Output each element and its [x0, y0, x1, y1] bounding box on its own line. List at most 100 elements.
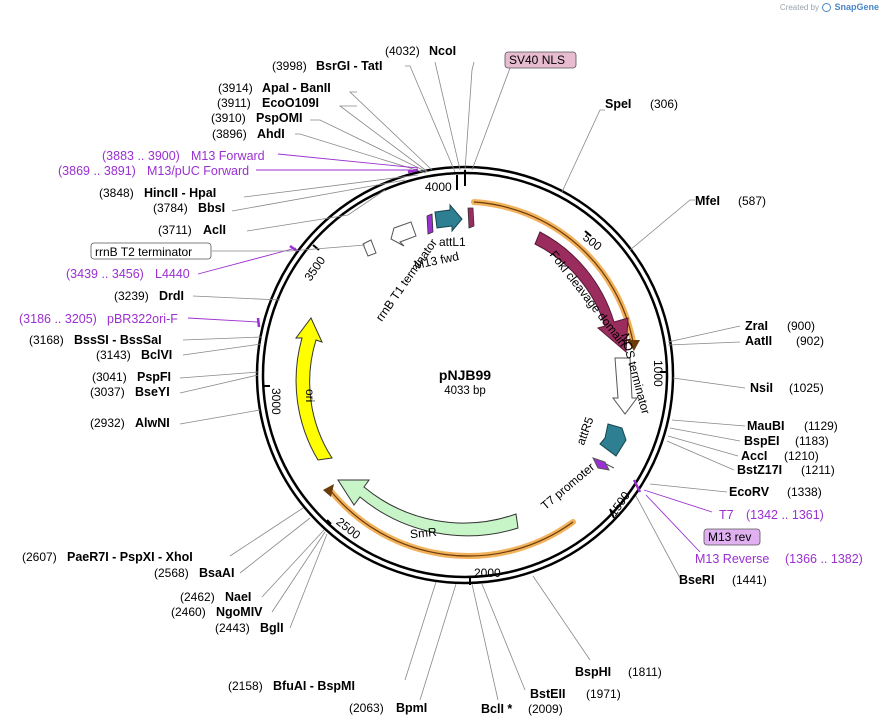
site-name-hincii: HincII - HpaI: [144, 186, 216, 200]
primer-name-pbr322ori: pBR322ori-F: [107, 312, 178, 326]
tick-marks: [263, 170, 666, 585]
right-primers: T7 (1342 .. 1361) M13 rev M13 Reverse (1…: [695, 508, 863, 566]
rrnb-t2-leader: [212, 244, 366, 252]
primer-name-t7: T7: [719, 508, 734, 522]
site-name-pspomi: PspOMI: [256, 111, 303, 125]
site-pos-ncoi: (4032): [385, 44, 420, 58]
site-name-bgli: BglI: [260, 621, 284, 635]
left-primers: (3883 .. 3900) M13 Forward (3869 .. 3891…: [19, 149, 265, 326]
primer-name-m13-forward: M13 Forward: [191, 149, 265, 163]
right-sites: SpeI (306) MfeI (587) ZraI (900) AatII (…: [605, 97, 838, 587]
site-pos-naei: (2462): [180, 590, 215, 604]
site-pos-acli: (3711): [158, 223, 192, 237]
site-name-bsteii: BstEII: [530, 687, 565, 701]
site-name-ncoi: NcoI: [429, 44, 456, 58]
primer-range-m13-reverse: (1366 .. 1382): [785, 552, 863, 566]
ori-arrow: [295, 317, 333, 461]
sv40-nls-marker: [467, 207, 475, 229]
site-name-acli: AclI: [203, 223, 226, 237]
site-name-bbsi: BbsI: [198, 201, 225, 215]
site-pos-bseri: (1441): [732, 573, 767, 587]
site-pos-ecoo109i: (3911): [217, 96, 251, 110]
credit-brand: SnapGene: [834, 2, 879, 12]
sv40-leader: [471, 67, 511, 171]
site-name-maubi: MauBI: [747, 419, 785, 433]
site-name-zrai: ZraI: [745, 319, 768, 333]
site-name-aatii: AatII: [745, 334, 772, 348]
site-name-bclvi: BclVI: [141, 348, 172, 362]
orf-band-right-arrowhead: [627, 340, 640, 351]
site-pos-mfei: (587): [738, 194, 766, 208]
site-name-naei: NaeI: [225, 590, 251, 604]
site-name-spei: SpeI: [605, 97, 631, 111]
m13fwd-arrow: [426, 213, 434, 235]
attr5-arrow: [599, 423, 627, 457]
tick-label-3500: 3500: [301, 253, 328, 283]
tick-label-4000: 4000: [425, 180, 452, 194]
site-pos-bcli: (2009): [528, 702, 563, 716]
rrnb-t2-arrow: [362, 239, 377, 257]
m13rev-box: [703, 528, 761, 546]
site-pos-acci: (1210): [784, 449, 819, 463]
site-pos-bspei: (1183): [795, 434, 829, 448]
site-name-acci: AccI: [741, 449, 767, 463]
site-pos-pspfi: (3041): [92, 370, 127, 384]
right-leader-lines: [434, 61, 746, 579]
site-name-mfei: MfeI: [695, 194, 720, 208]
site-name-bfuai: BfuAI - BspMI: [273, 679, 355, 693]
site-pos-bsrgi: (3998): [272, 59, 307, 73]
site-name-bstz17i: BstZ17I: [737, 463, 782, 477]
site-name-paer7i: PaeR7I - PspXI - XhoI: [67, 550, 193, 564]
site-pos-bsssi: (3168): [29, 333, 64, 347]
site-name-apai: ApaI - BanII: [262, 81, 331, 95]
site-pos-ahdi: (3896): [212, 127, 247, 141]
site-name-bcli: BclI *: [481, 702, 512, 716]
site-pos-zrai: (900): [787, 319, 815, 333]
snapgene-credit: Created by SnapGene: [780, 2, 879, 13]
primer-name-m13puc-forward: M13/pUC Forward: [147, 164, 249, 178]
site-pos-alwni: (2932): [90, 416, 125, 430]
site-pos-drdi: (3239): [114, 289, 149, 303]
site-name-bsaai: BsaAI: [199, 566, 234, 580]
bottom-sites: BspHI (1811) BstEII (1971) BclI * (2009)…: [228, 665, 662, 716]
nos-terminator-arrow: [612, 357, 638, 415]
site-pos-bsaai: (2568): [154, 566, 189, 580]
rrnb-t1-arrow: [390, 221, 417, 247]
site-pos-bstz17i: (1211): [801, 463, 835, 477]
site-pos-bsteii: (1971): [586, 687, 621, 701]
site-name-alwni: AlwNI: [135, 416, 170, 430]
primer-name-m13-reverse: M13 Reverse: [695, 552, 769, 566]
feature-label-t7prom: T7 promoter: [538, 460, 597, 513]
primer-name-m13rev: M13 rev: [708, 530, 751, 544]
site-name-ecoo109i: EcoO109I: [262, 96, 319, 110]
primer-range-m13puc-forward: (3869 .. 3891): [58, 164, 136, 178]
sv40-nls-box: [504, 51, 577, 69]
rrnb-t2-label: rrnB T2 terminator: [95, 245, 192, 259]
sv40-nls-label: SV40 NLS: [509, 53, 565, 67]
primer-range-t7: (1342 .. 1361): [746, 508, 824, 522]
primer-name-l4440: L4440: [155, 267, 190, 281]
left-sites: NcoI (4032) BsrGI - TatI (3998) ApaI - B…: [22, 44, 456, 635]
tick-label-1000: 1000: [651, 360, 665, 387]
attl1-arrow: [434, 203, 463, 233]
site-pos-paer7i: (2607): [22, 550, 57, 564]
site-pos-bclvi: (3143): [96, 348, 131, 362]
feature-label-attl1: attL1: [439, 235, 466, 249]
primer-range-m13-forward: (3883 .. 3900): [102, 149, 180, 163]
smr-arrow: [337, 479, 519, 537]
tick-label-3000: 3000: [269, 388, 283, 415]
site-name-bsssi: BssSI - BssSaI: [74, 333, 162, 347]
site-pos-bsphi: (1811): [628, 665, 662, 679]
site-pos-nsii: (1025): [789, 381, 824, 395]
left-leader-lines: [179, 65, 456, 629]
site-name-ecorv: EcoRV: [729, 485, 770, 499]
site-pos-apai: (3914): [218, 81, 253, 95]
feature-label-attr5: attR5: [573, 415, 596, 447]
site-pos-ecorv: (1338): [787, 485, 822, 499]
site-pos-aatii: (902): [796, 334, 824, 348]
rrnb-t2-box: [90, 242, 212, 260]
t7-promoter-arrow: [592, 457, 610, 471]
orf-band-bottom-arrowhead: [323, 484, 334, 497]
site-pos-spei: (306): [650, 97, 678, 111]
